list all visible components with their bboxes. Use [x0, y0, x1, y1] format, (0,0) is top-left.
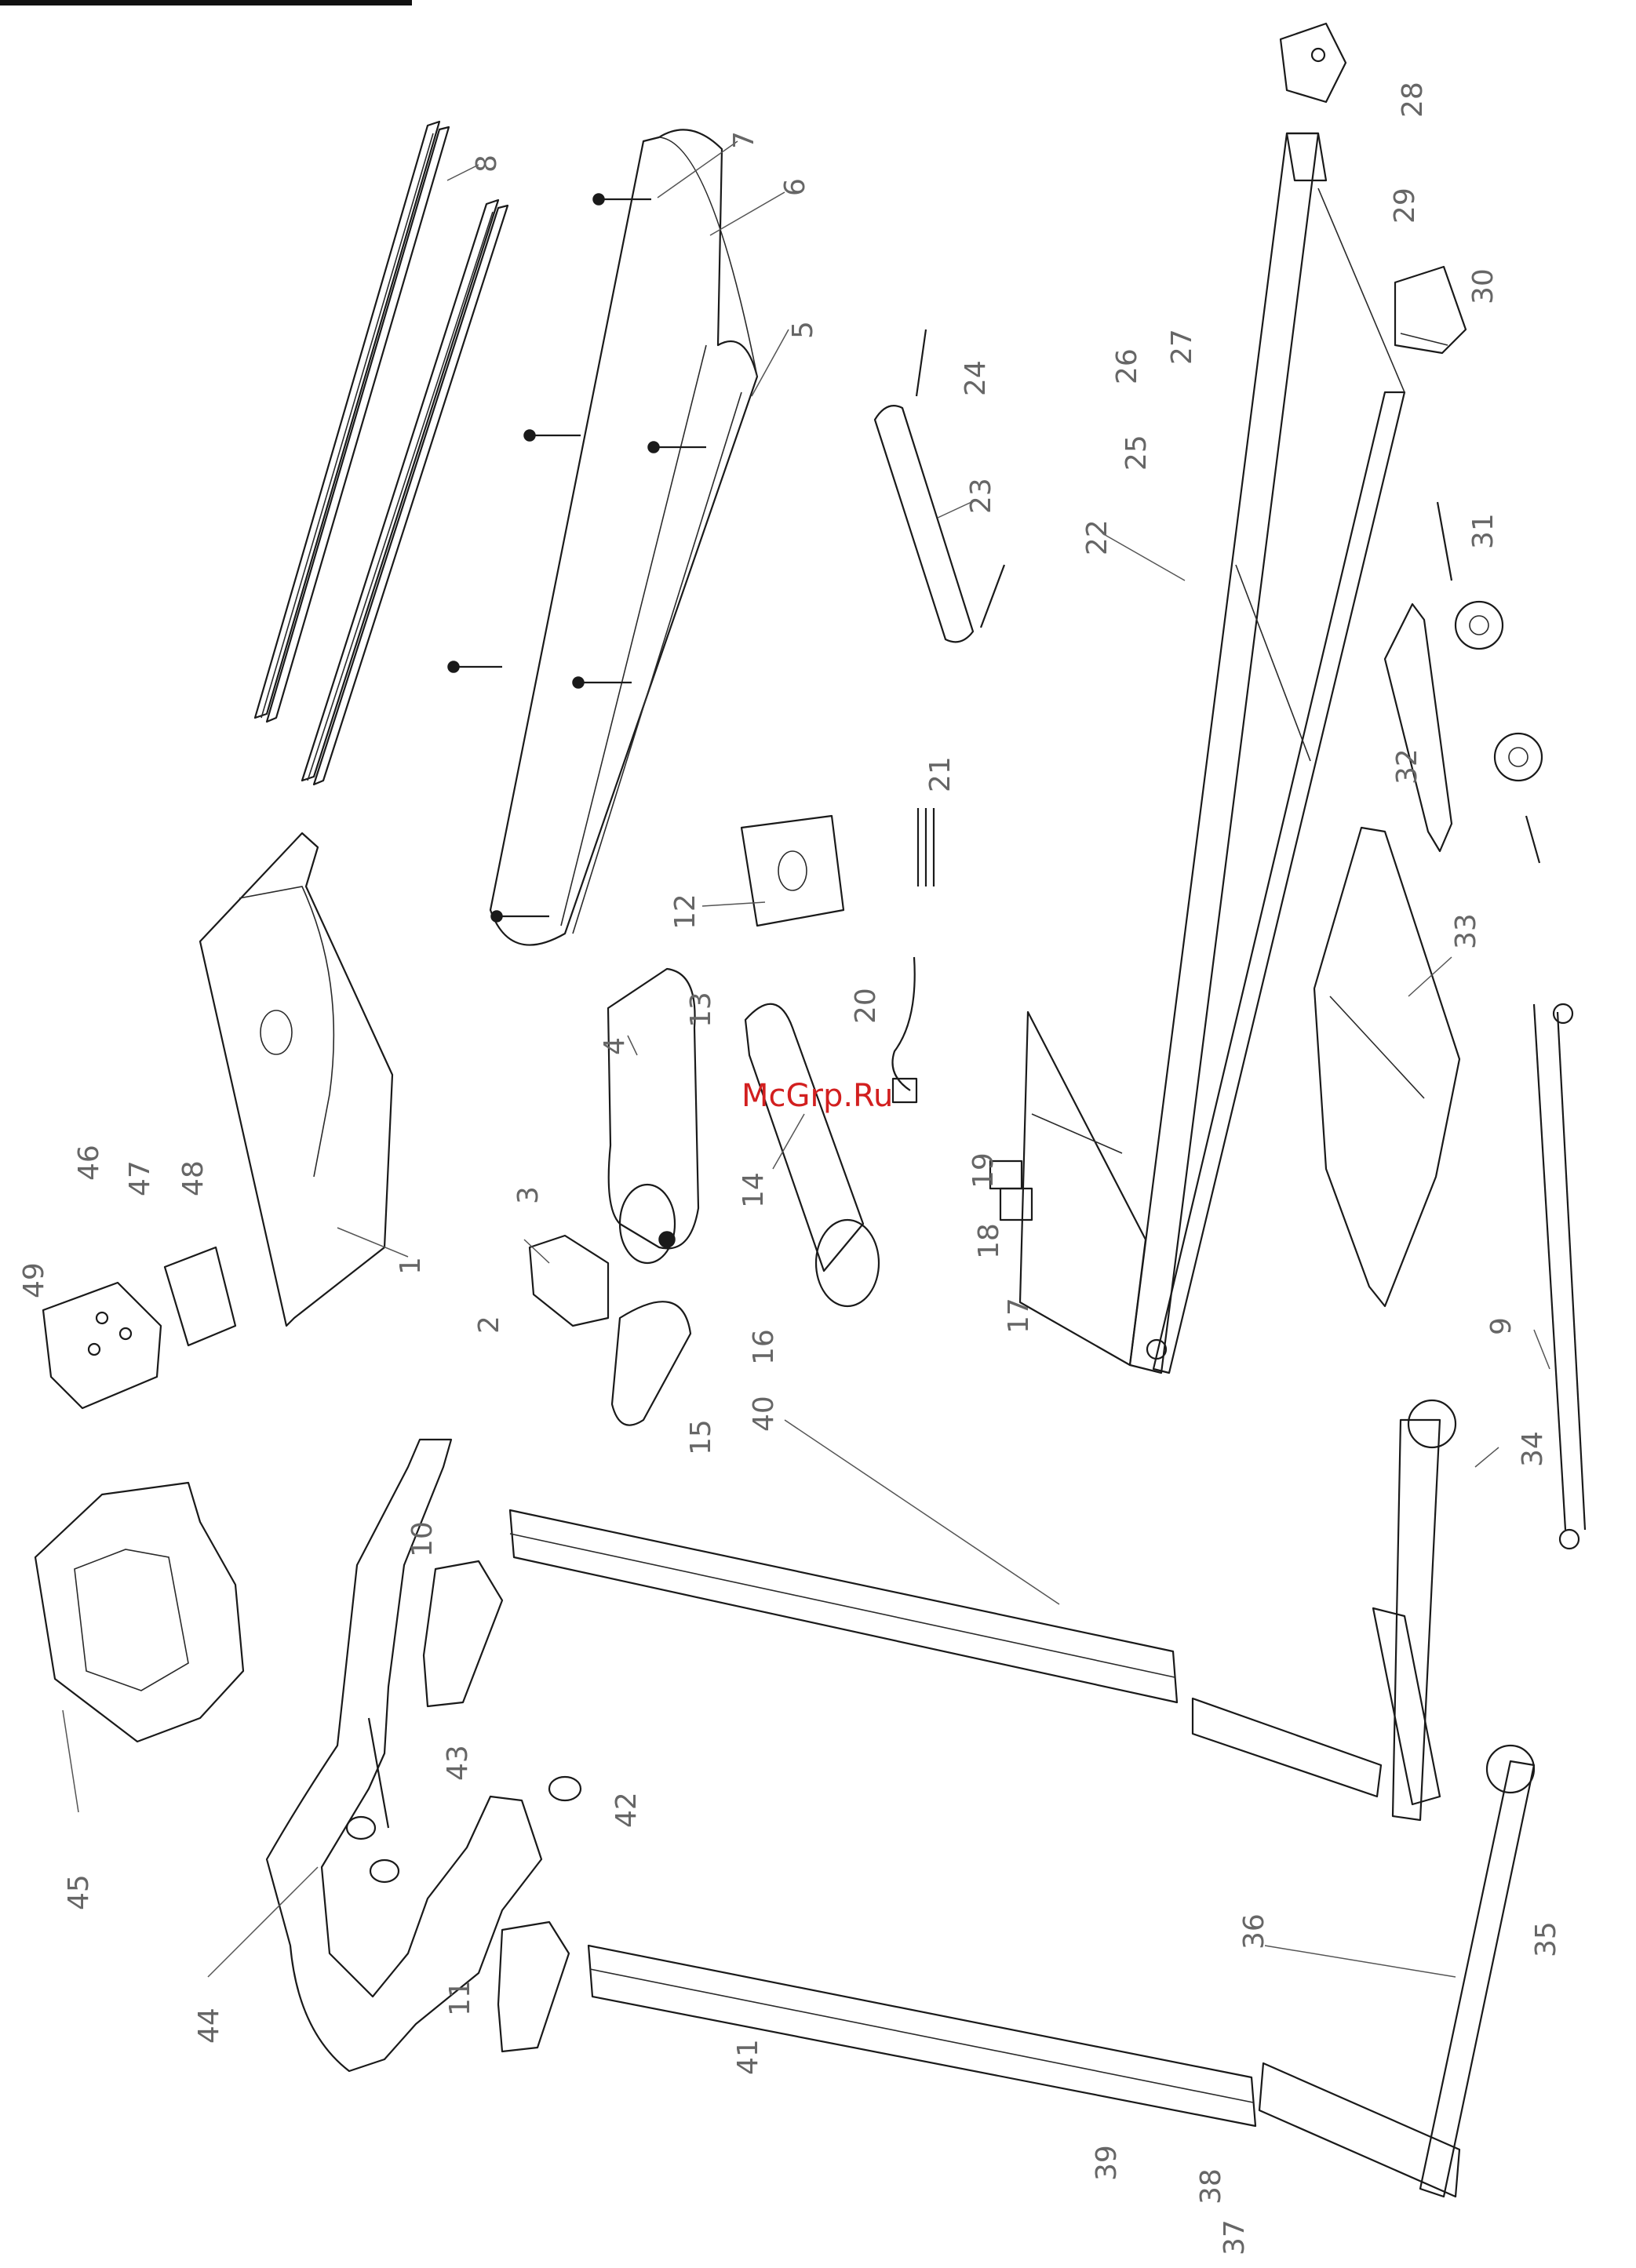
part-39-upright-right: [588, 1946, 1255, 2126]
part-label-46: 46: [73, 1145, 105, 1181]
part-label-27: 27: [1166, 329, 1198, 365]
part-label-17: 17: [1003, 1298, 1035, 1334]
part-label-43: 43: [442, 1745, 474, 1781]
part-14-front-roller: [745, 1004, 879, 1306]
part-21-wire-harness: [918, 808, 934, 886]
part-label-10: 10: [406, 1521, 439, 1557]
part-label-2: 2: [473, 1316, 505, 1334]
part-label-13: 13: [685, 992, 717, 1028]
part-label-48: 48: [177, 1160, 210, 1196]
part-1-motor-hood: [200, 833, 392, 1326]
part-label-30: 30: [1467, 268, 1499, 304]
part-43-end-cap: [347, 1817, 399, 1882]
part-10-grip: [424, 1561, 502, 1706]
part-label-12: 12: [669, 894, 701, 930]
part-12-control-board: [741, 816, 844, 926]
part-label-32: 32: [1391, 748, 1423, 785]
part-label-19: 19: [967, 1152, 1000, 1189]
part-7-screws: [448, 194, 706, 922]
part-label-49: 49: [18, 1262, 50, 1298]
part-28-end-cap: [1281, 24, 1346, 102]
part-6-deck: [490, 129, 757, 945]
part-label-25: 25: [1120, 435, 1153, 471]
part-labels: 1 2 3 4 5 6 7 8 9 10 11 12 13 14 15 16 1…: [18, 82, 1562, 2255]
part-label-36: 36: [1238, 1913, 1270, 1949]
part-42-end-cap: [549, 1777, 581, 1800]
part-label-33: 33: [1450, 913, 1482, 949]
part-label-39: 39: [1091, 2145, 1123, 2181]
part-label-34: 34: [1517, 1431, 1549, 1467]
part-label-42: 42: [610, 1792, 643, 1828]
part-label-24: 24: [960, 360, 992, 396]
part-20-power-cord: [893, 957, 917, 1102]
part-33-guard-plate: [1314, 828, 1459, 1306]
part-label-18: 18: [973, 1223, 1005, 1259]
part-label-21: 21: [924, 756, 956, 792]
part-label-8: 8: [471, 155, 503, 173]
part-label-41: 41: [732, 2039, 764, 2075]
part-49-console-board: [43, 1283, 161, 1408]
part-3-bracket: [530, 1236, 608, 1326]
part-11-grip: [498, 1922, 569, 2051]
part-label-3: 3: [512, 1186, 545, 1204]
part-label-20: 20: [850, 988, 882, 1024]
part-label-7: 7: [728, 131, 760, 149]
part-30-end-cap: [1395, 267, 1466, 353]
part-label-38: 38: [1195, 2168, 1227, 2204]
part-label-35: 35: [1530, 1921, 1562, 1957]
part-15-drive-belt: [612, 1301, 690, 1425]
part-label-23: 23: [965, 478, 997, 514]
part-label-44: 44: [193, 2008, 225, 2044]
part-36-base-frame: [1193, 1400, 1534, 2197]
part-label-26: 26: [1111, 348, 1143, 384]
part-label-11: 11: [444, 1980, 476, 2016]
part-18-switch: [1000, 1189, 1032, 1220]
part-45-console: [35, 1483, 243, 1742]
part-40-upright-left: [510, 1510, 1177, 1702]
part-label-9: 9: [1485, 1317, 1518, 1335]
header-rule: [0, 0, 412, 5]
part-label-45: 45: [63, 1874, 95, 1910]
part-label-16: 16: [748, 1329, 780, 1365]
part-label-28: 28: [1397, 82, 1429, 118]
part-8-side-rails: [255, 122, 508, 785]
part-label-29: 29: [1389, 187, 1421, 224]
part-label-4: 4: [599, 1037, 631, 1055]
part-32-wheel-bracket: [1385, 604, 1452, 851]
part-label-6: 6: [779, 178, 811, 196]
watermark-text: McGrp.Ru: [741, 1078, 893, 1114]
part-31-wheels: [1437, 502, 1542, 863]
part-label-1: 1: [395, 1257, 427, 1275]
leader-lines: [63, 141, 1550, 1977]
part-label-47: 47: [124, 1160, 156, 1196]
part-label-22: 22: [1081, 519, 1113, 555]
part-label-37: 37: [1219, 2219, 1251, 2255]
part-label-40: 40: [748, 1396, 780, 1432]
part-label-14: 14: [738, 1172, 770, 1208]
part-label-5: 5: [787, 321, 819, 339]
part-label-31: 31: [1467, 513, 1499, 549]
part-22-frame: [1020, 133, 1405, 1373]
part-label-15: 15: [685, 1419, 717, 1455]
part-48-pcb: [165, 1247, 235, 1345]
